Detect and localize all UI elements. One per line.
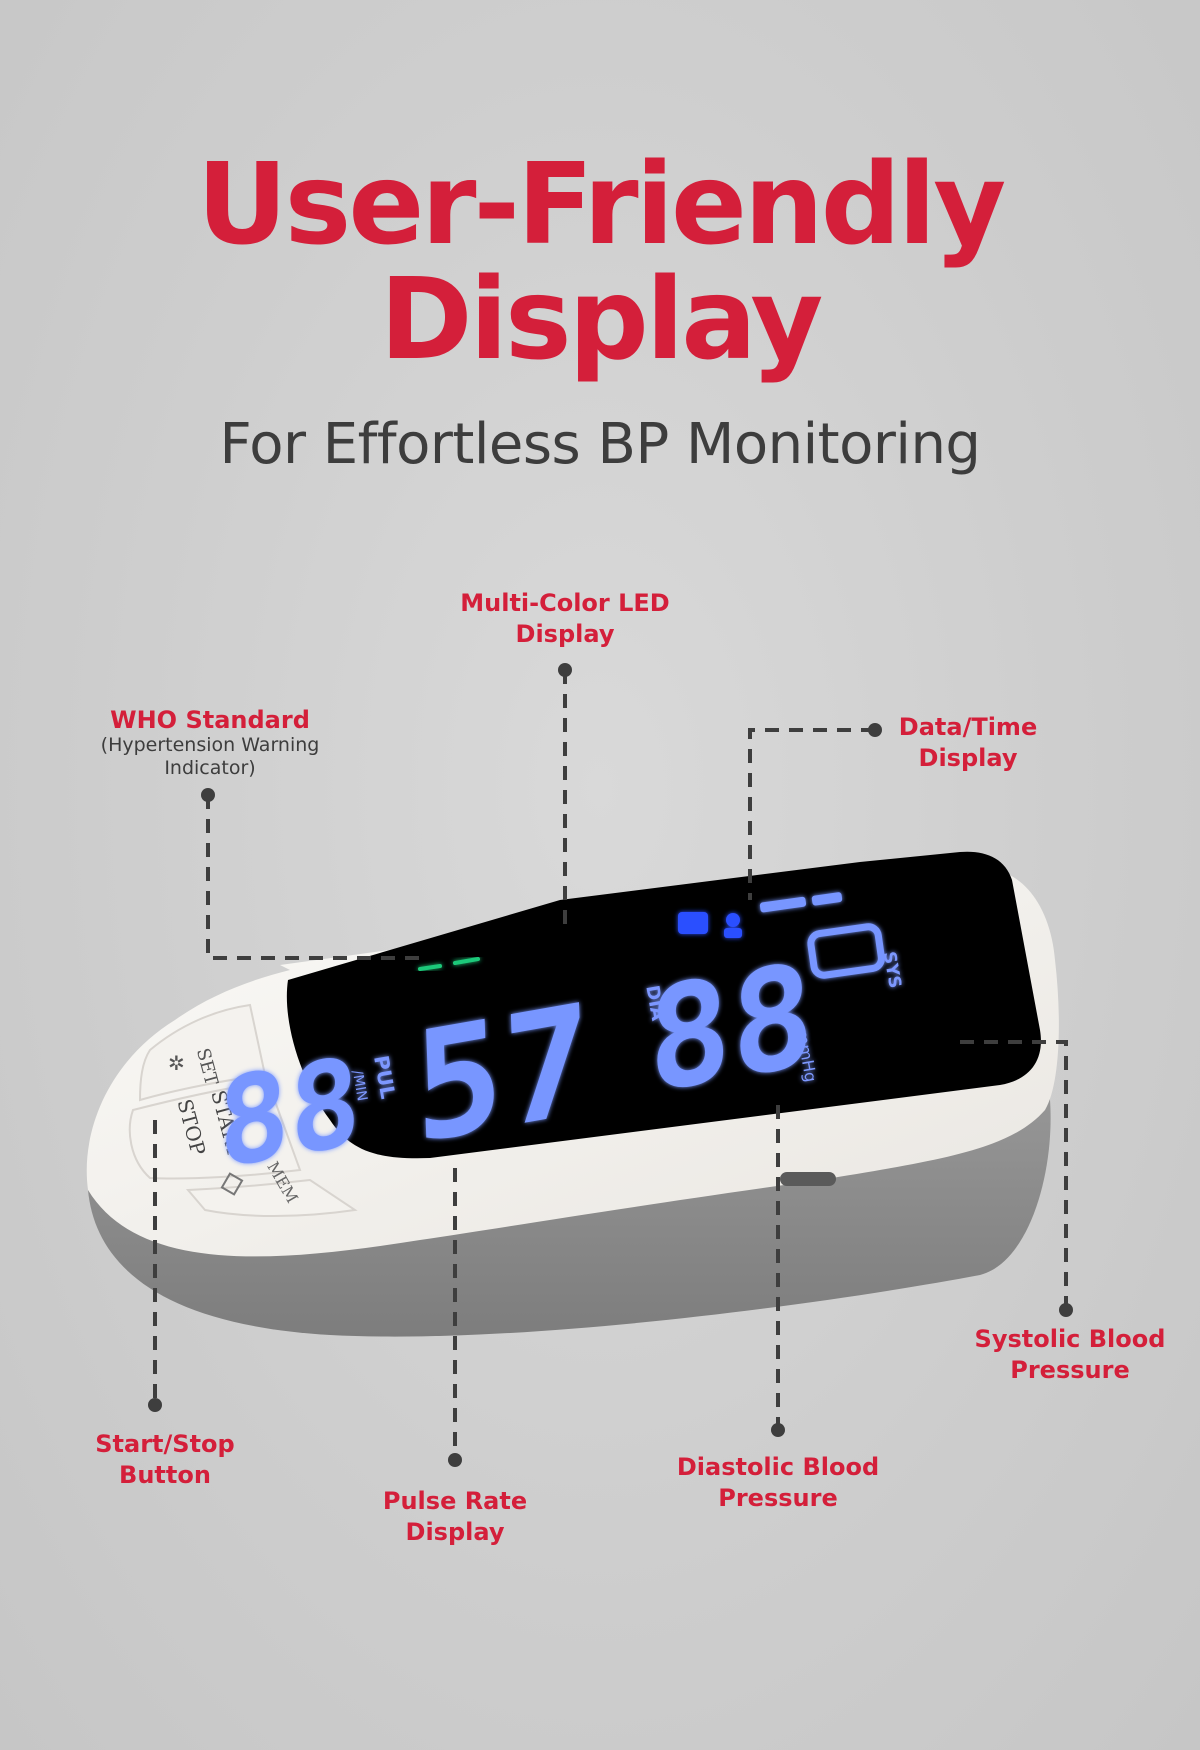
callout-diastolic: Diastolic Blood Pressure bbox=[668, 1452, 888, 1514]
callout-line-date-time bbox=[748, 728, 875, 900]
user-icon bbox=[678, 912, 742, 938]
callout-pulse-rate-line1: Pulse Rate bbox=[382, 1487, 528, 1515]
callout-multicolor-led-line1: Multi-Color LED bbox=[460, 589, 670, 617]
systolic-reading: 88 bbox=[645, 932, 817, 1126]
callout-diastolic-line2: Pressure bbox=[718, 1484, 838, 1512]
callout-multicolor-led-line2: Display bbox=[515, 620, 615, 648]
callout-date-time-line2: Display bbox=[918, 744, 1018, 772]
memory-icon bbox=[220, 1172, 244, 1196]
front-buttons: SET ✲ START STOP MEM bbox=[128, 1003, 358, 1217]
page-title-line-2: Display bbox=[379, 255, 824, 385]
callout-systolic-line2: Pressure bbox=[1010, 1356, 1130, 1384]
callout-pulse-rate-line2: Display bbox=[405, 1518, 505, 1546]
callout-who-standard-title: WHO Standard bbox=[110, 706, 310, 734]
page-subtitle: For Effortless BP Monitoring bbox=[219, 412, 981, 477]
callout-line-systolic bbox=[960, 1040, 1068, 1310]
callout-date-time-line1: Data/Time bbox=[898, 713, 1038, 741]
callout-line-who-standard bbox=[206, 795, 425, 960]
per-minute-label: /MIN bbox=[349, 1069, 370, 1103]
usb-port bbox=[780, 1172, 836, 1186]
gear-icon: ✲ bbox=[168, 1053, 185, 1075]
callout-who-standard-note: (Hypertension Warning Indicator) bbox=[80, 734, 340, 780]
callout-who-standard-note-line2: Indicator) bbox=[164, 757, 256, 779]
pulse-reading: 88 bbox=[216, 1031, 363, 1197]
callout-dots bbox=[148, 663, 1073, 1467]
callout-who-standard-note-line1: (Hypertension Warning bbox=[100, 734, 320, 756]
callout-pulse-rate: Pulse Rate Display bbox=[355, 1486, 555, 1548]
page-title-line-1: User-Friendly bbox=[196, 140, 1007, 270]
callout-systolic: Systolic Blood Pressure bbox=[960, 1324, 1180, 1386]
callout-multicolor-led: Multi-Color LED Display bbox=[440, 588, 690, 650]
callout-start-stop-line1: Start/Stop bbox=[95, 1430, 235, 1458]
callout-systolic-line1: Systolic Blood bbox=[974, 1325, 1166, 1353]
who-indicator-bars bbox=[418, 957, 480, 971]
callout-date-time: Data/Time Display bbox=[868, 712, 1068, 774]
date-time-digits bbox=[759, 892, 885, 979]
diastolic-reading: 57 bbox=[411, 970, 595, 1178]
callout-start-stop: Start/Stop Button bbox=[75, 1429, 255, 1491]
callout-lines bbox=[153, 670, 1068, 1460]
callout-diastolic-line1: Diastolic Blood bbox=[676, 1453, 880, 1481]
callout-start-stop-line2: Button bbox=[119, 1461, 211, 1489]
